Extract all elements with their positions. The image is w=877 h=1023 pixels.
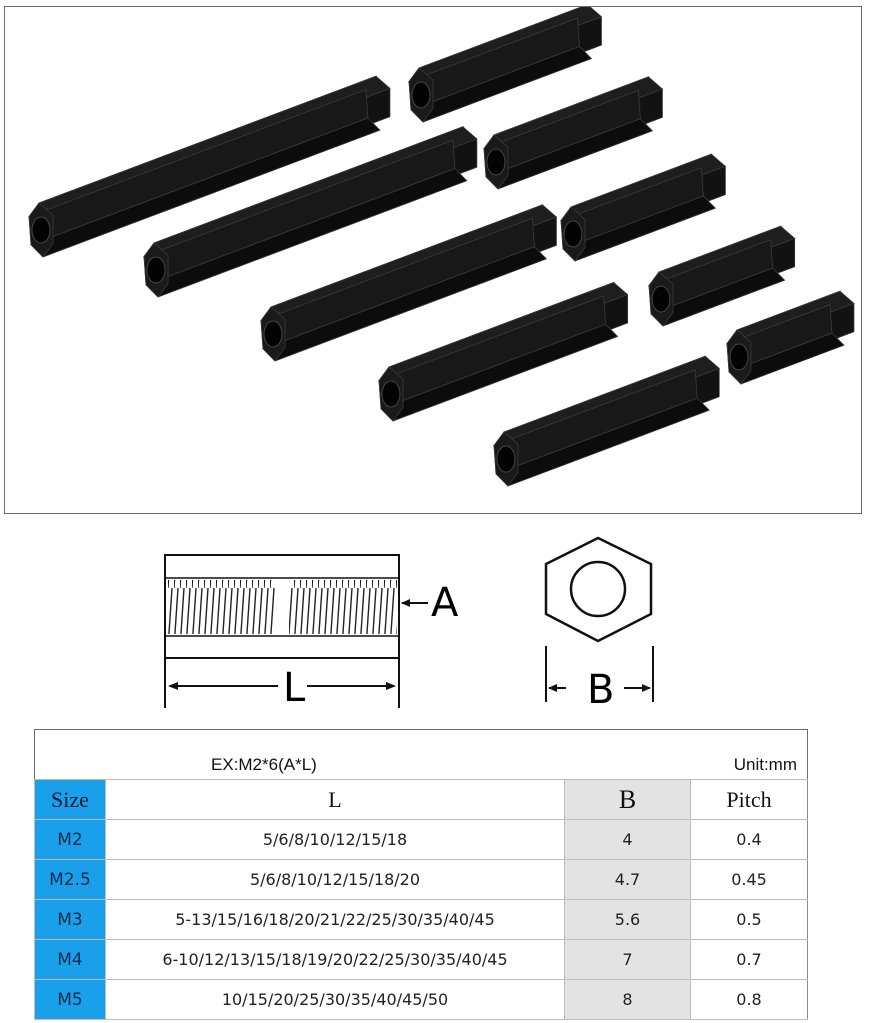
dimension-label-b: B — [587, 667, 615, 713]
pitch-cell: 0.45 — [690, 859, 808, 900]
size-cell: M4 — [34, 939, 106, 980]
pitch-cell: 0.8 — [690, 979, 808, 1020]
pitch-cell: 0.7 — [690, 939, 808, 980]
b-cell: 4 — [564, 819, 691, 860]
pitch-cell: 0.4 — [690, 819, 808, 860]
size-cell: M2.5 — [34, 859, 106, 900]
side-and-end-view-diagram — [164, 536, 654, 708]
header-size: Size — [34, 779, 106, 820]
table-header-row: Size L B Pitch — [34, 779, 808, 820]
dimension-label-a: A — [431, 580, 459, 626]
header-b: B — [564, 779, 691, 820]
size-cell: M5 — [34, 979, 106, 1020]
dimension-drawing: A L B — [150, 528, 690, 723]
size-cell: M2 — [34, 819, 106, 860]
header-pitch: Pitch — [690, 779, 808, 820]
table-row: M5 10/15/20/25/30/35/40/45/50 8 0.8 — [34, 979, 808, 1020]
length-cell: 6-10/12/13/15/18/19/20/22/25/30/35/40/45 — [105, 939, 565, 980]
example-label: EX:M2*6(A*L) — [34, 729, 691, 780]
table-row: M3 5-13/15/16/18/20/21/22/25/30/35/40/45… — [34, 899, 808, 940]
b-cell: 7 — [564, 939, 691, 980]
length-cell: 5/6/8/10/12/15/18 — [105, 819, 565, 860]
hex-standoffs-illustration — [27, 7, 855, 487]
product-photo — [4, 6, 862, 514]
spec-table: EX:M2*6(A*L) Unit:mm Size L B Pitch M2 5… — [34, 729, 808, 1020]
dimension-label-l: L — [283, 665, 306, 711]
unit-label: Unit:mm — [690, 729, 808, 780]
table-title-row: EX:M2*6(A*L) Unit:mm — [34, 729, 808, 780]
length-cell: 5-13/15/16/18/20/21/22/25/30/35/40/45 — [105, 899, 565, 940]
b-cell: 8 — [564, 979, 691, 1020]
size-cell: M3 — [34, 899, 106, 940]
header-l: L — [105, 779, 565, 820]
table-row: M2.5 5/6/8/10/12/15/18/20 4.7 0.45 — [34, 859, 808, 900]
b-cell: 4.7 — [564, 859, 691, 900]
table-row: M4 6-10/12/13/15/18/19/20/22/25/30/35/40… — [34, 939, 808, 980]
length-cell: 5/6/8/10/12/15/18/20 — [105, 859, 565, 900]
pitch-cell: 0.5 — [690, 899, 808, 940]
length-cell: 10/15/20/25/30/35/40/45/50 — [105, 979, 565, 1020]
table-row: M2 5/6/8/10/12/15/18 4 0.4 — [34, 819, 808, 860]
b-cell: 5.6 — [564, 899, 691, 940]
